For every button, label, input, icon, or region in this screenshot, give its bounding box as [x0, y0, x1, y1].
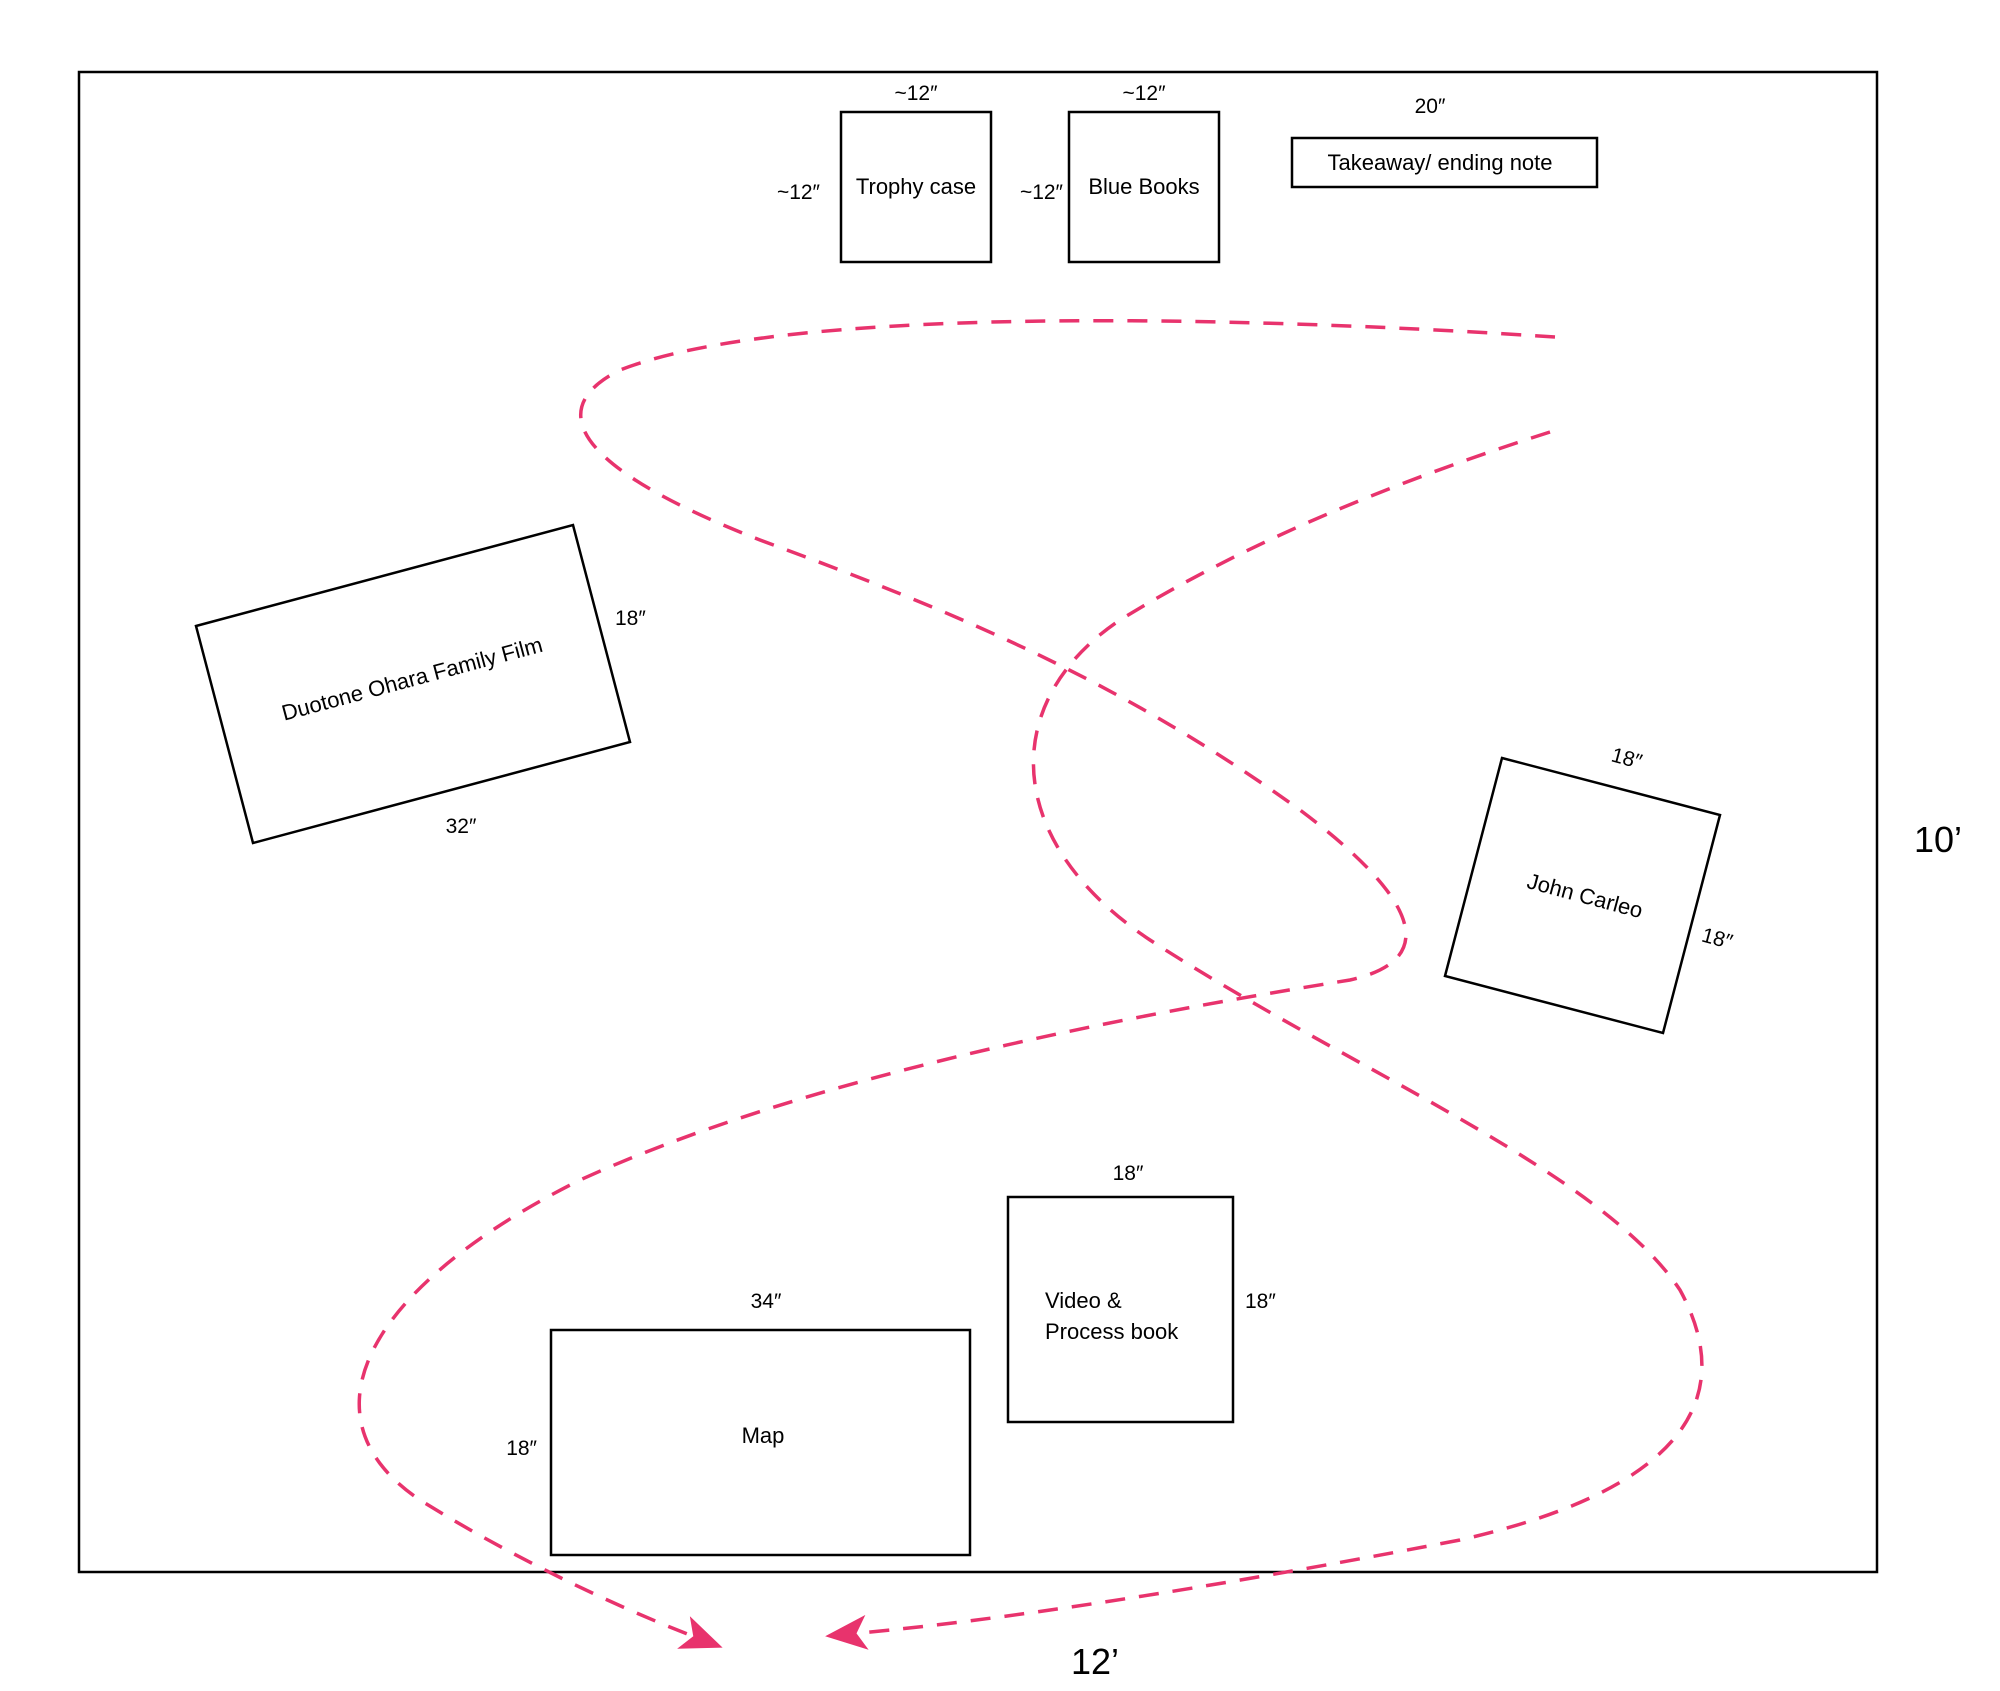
map-label: Map	[742, 1423, 785, 1448]
trophy-case-width: ~12″	[894, 82, 938, 105]
trophy-case-height: ~12″	[777, 181, 821, 204]
john-carleo-display: John Carleo 18″ 18″	[1443, 744, 1735, 1035]
map-display: Map 34″ 18″	[506, 1290, 972, 1557]
family-film-height: 18″	[615, 607, 646, 630]
takeaway-box	[1290, 136, 1599, 189]
john-carleo-width: 18″	[1609, 744, 1645, 774]
video-process-book-box	[1006, 1195, 1235, 1424]
blue-books-label: Blue Books	[1088, 174, 1199, 199]
takeaway-width: 20″	[1415, 95, 1446, 118]
video-process-book-label-line2: Process book	[1045, 1319, 1179, 1344]
room-outline	[77, 70, 1879, 1574]
map-height: 18″	[506, 1437, 537, 1460]
room-height-label: 10’	[1914, 819, 1962, 860]
trophy-case-box	[839, 110, 993, 264]
video-process-book-width: 18″	[1113, 1162, 1144, 1185]
blue-books-width: ~12″	[1122, 82, 1166, 105]
trophy-case-label: Trophy case	[856, 174, 976, 199]
blue-books-display: Blue Books ~12″ ~12″	[1020, 82, 1221, 264]
video-process-book-label-line1: Video &	[1045, 1288, 1122, 1313]
map-width: 34″	[751, 1290, 782, 1313]
room-width-label: 12’	[1071, 1641, 1119, 1682]
john-carleo-box	[1443, 756, 1722, 1035]
lower-visitor-path	[825, 430, 1704, 1650]
family-film-display: Duotone Ohara Family Film 32″ 18″	[194, 523, 646, 845]
upper-visitor-path	[357, 318, 1556, 1649]
family-film-width: 32″	[446, 815, 477, 838]
john-carleo-height: 18″	[1699, 924, 1735, 954]
trophy-case-display: Trophy case ~12″ ~12″	[777, 82, 993, 264]
video-process-book-height: 18″	[1245, 1290, 1276, 1313]
video-process-book-display: Video & Process book 18″ 18″	[1006, 1162, 1276, 1424]
family-film-box	[194, 523, 632, 845]
takeaway-display: Takeaway/ ending note 20″	[1290, 95, 1599, 189]
blue-books-box	[1067, 110, 1221, 264]
takeaway-label: Takeaway/ ending note	[1327, 150, 1552, 175]
blue-books-height: ~12″	[1020, 181, 1064, 204]
map-box	[549, 1328, 972, 1557]
